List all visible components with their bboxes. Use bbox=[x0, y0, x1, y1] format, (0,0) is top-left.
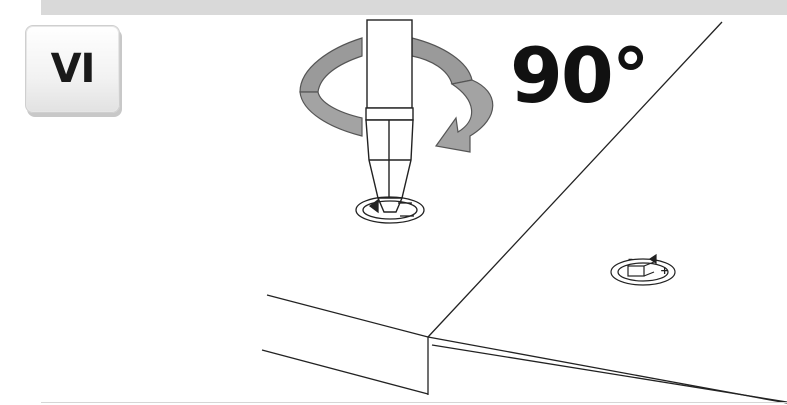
cam-lock-secondary-icon: + – bbox=[610, 253, 676, 286]
svg-text:+: + bbox=[660, 264, 669, 277]
screwdriver-icon bbox=[365, 19, 414, 213]
top-bar bbox=[41, 0, 787, 15]
svg-text:–: – bbox=[628, 254, 633, 265]
step-label: VI bbox=[50, 46, 96, 92]
bottom-divider bbox=[41, 402, 787, 403]
panel-outline bbox=[261, 21, 787, 404]
step-badge: VI bbox=[25, 25, 120, 113]
rotation-angle-label: 90° bbox=[510, 31, 650, 120]
cam-lock-icon bbox=[355, 196, 425, 224]
rotation-arrow-icon bbox=[299, 37, 494, 153]
